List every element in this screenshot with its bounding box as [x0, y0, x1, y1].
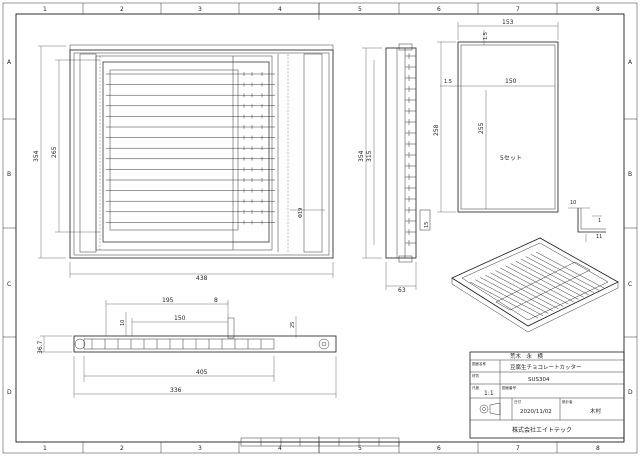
- iso-wire-line: [535, 251, 605, 289]
- side-teeth: [405, 53, 416, 246]
- material: SUS304: [528, 377, 550, 383]
- iso-wire-line: [520, 258, 589, 296]
- row-label: D: [628, 389, 633, 396]
- col-label: 5: [358, 445, 362, 452]
- date: 2020/11/02: [520, 409, 552, 415]
- drawing-name: 豆腐生チョコレートカッター: [510, 363, 582, 371]
- iso-wire-line: [480, 277, 549, 314]
- scale-strip: [240, 437, 400, 447]
- col-label: 1: [43, 6, 47, 13]
- col-label: 3: [198, 6, 202, 13]
- col-label: 2: [120, 6, 124, 13]
- col-label: 6: [437, 445, 441, 452]
- detail-dim-1: 1: [598, 218, 601, 224]
- drawing-no-label: 図面番号: [502, 385, 516, 390]
- detail-dim-10: 10: [570, 200, 576, 206]
- title-block: 荒木 永 横 図面名称 豆腐生チョコレートカッター 材質 SUS304 尺度 1…: [469, 351, 625, 439]
- drawing-name-label: 図面名称: [472, 361, 486, 366]
- scale-label: 尺度: [472, 385, 480, 390]
- tray-dim-150: 150: [505, 78, 517, 85]
- drawn-by: 木村: [590, 407, 602, 415]
- iso-wire-line: [474, 279, 544, 316]
- drawn-by-label: 設計者: [562, 399, 573, 404]
- iso-wire-line: [490, 272, 559, 309]
- date-label: 日付: [514, 399, 522, 404]
- bottom-view: 195 8 150 10 25 36.7 405 336: [37, 297, 337, 398]
- tray-dim-153: 153: [502, 19, 514, 26]
- col-label: 8: [596, 445, 600, 452]
- tray-dim-top: 1.5: [483, 32, 489, 40]
- iso-wire-line: [515, 261, 584, 298]
- side-dim-354: 354: [358, 150, 365, 162]
- side-dim-315: 315: [366, 150, 373, 162]
- iso-wire-line: [485, 274, 554, 312]
- bottom-dim-36: 36.7: [37, 340, 44, 354]
- row-label: C: [7, 281, 11, 288]
- tray-note: 5セット: [500, 155, 522, 162]
- bottom-ticks: [91, 339, 262, 349]
- iso-wire-line: [500, 267, 569, 305]
- scale: 1:1: [484, 390, 494, 397]
- projection-symbol-icon: [479, 402, 501, 416]
- bottom-dim-405: 405: [196, 369, 208, 376]
- tray-dim-255: 255: [478, 122, 485, 134]
- tray-dim-side: 1.5: [444, 79, 452, 85]
- bottom-dim-25: 25: [290, 322, 296, 328]
- tray-dim-258: 258: [433, 124, 440, 136]
- side-dim-15: 15: [424, 222, 430, 228]
- col-label: 4: [278, 445, 282, 452]
- row-label: A: [7, 59, 12, 66]
- front-view: 354 265 438 Φ19: [33, 44, 334, 282]
- side-view: 354 315 63 15: [358, 43, 431, 294]
- col-label: 5: [358, 6, 362, 13]
- bottom-dim-10: 10: [120, 320, 126, 326]
- iso-wire-line: [510, 263, 579, 300]
- tray-view: 153 1.5 1.5 150 258 255 5セット: [433, 19, 559, 213]
- side-dim-63: 63: [398, 287, 406, 294]
- col-label: 6: [437, 6, 441, 13]
- col-label: 1: [43, 445, 47, 452]
- material-label: 材質: [472, 373, 480, 378]
- row-label: C: [628, 281, 632, 288]
- isometric-view: [451, 237, 619, 333]
- iso-wire-line: [525, 256, 594, 293]
- row-label: B: [628, 171, 632, 178]
- iso-wire-line: [505, 265, 574, 303]
- dim-overall-height: 354: [33, 150, 40, 162]
- cutting-wires: [106, 72, 275, 225]
- col-label: 7: [516, 6, 520, 13]
- col-label: 3: [198, 445, 202, 452]
- section-detail: 10 1 11: [568, 200, 606, 242]
- dim-inner-height: 265: [51, 146, 58, 158]
- bottom-dim-150: 150: [174, 315, 186, 322]
- col-label: 8: [596, 6, 600, 13]
- bottom-dim-8: 8: [214, 297, 218, 304]
- dim-width: 438: [196, 275, 208, 282]
- row-label: A: [628, 59, 633, 66]
- dim-phi: Φ19: [298, 208, 304, 218]
- row-label: D: [7, 389, 12, 396]
- iso-wires: [469, 251, 605, 319]
- bottom-dim-195: 195: [162, 297, 174, 304]
- row-label: B: [7, 171, 11, 178]
- col-label: 4: [278, 6, 282, 13]
- iso-wire-line: [469, 281, 539, 319]
- company: 株式会社エイトテック: [512, 426, 572, 434]
- col-label: 2: [120, 445, 124, 452]
- drafter-names: 荒木 永 横: [510, 352, 544, 360]
- bottom-dim-336: 336: [170, 387, 182, 394]
- iso-wire-line: [495, 270, 564, 307]
- detail-dim-11: 11: [596, 234, 602, 240]
- iso-wire-line: [530, 254, 600, 291]
- col-label: 7: [516, 445, 520, 452]
